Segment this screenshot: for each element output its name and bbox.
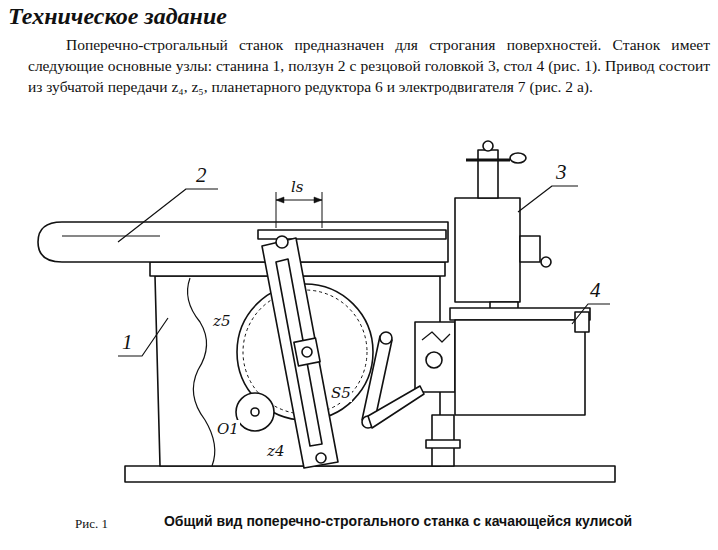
figure-caption: Общий вид поперечно-строгального станка … (148, 512, 648, 530)
callout-number: 2 (196, 164, 207, 186)
callout-number: 4 (590, 279, 601, 301)
break-line (188, 278, 215, 466)
tool-head-knob (541, 257, 551, 267)
machine-base (125, 466, 615, 482)
feed-box (415, 322, 455, 392)
tool-head-knob (520, 236, 540, 262)
table-stop (575, 312, 589, 332)
ram-edge (62, 235, 160, 236)
tool-head (455, 198, 520, 302)
rocker-pin (276, 236, 288, 248)
rocker-pivot (316, 453, 326, 463)
feed-rod-joint (380, 332, 392, 344)
table-top (450, 308, 590, 320)
callout-number: 3 (556, 161, 567, 183)
link-label: S5 (330, 384, 352, 402)
dimension-line (322, 192, 323, 228)
crank-pin (302, 347, 312, 357)
gear-label: z4 (266, 442, 285, 460)
body-paragraph: Поперечно-строгальный станок предназначе… (28, 34, 710, 97)
dimension-arrow (276, 197, 322, 203)
leader-line (118, 189, 218, 242)
ratchet-wheel (426, 352, 442, 368)
feed-screw (478, 150, 498, 198)
gear-axis (251, 408, 259, 416)
rocker-arm (262, 238, 338, 468)
table (455, 320, 585, 415)
page-heading: Техническое задание (8, 2, 227, 30)
leader-line (518, 186, 578, 212)
table-support-nut (426, 440, 460, 448)
slider-block (294, 338, 320, 366)
ram (38, 222, 448, 262)
rocker-slot (276, 259, 322, 446)
feed-link (368, 386, 424, 428)
dimension-label: ls (290, 178, 305, 196)
dimension-line (276, 192, 277, 228)
handle-knob (510, 153, 526, 163)
axis-label: O1 (216, 420, 240, 438)
ratchet (422, 332, 450, 342)
handle (466, 159, 510, 162)
gear-label: z5 (212, 312, 231, 330)
leader-line (118, 318, 168, 356)
handle-ball (483, 141, 493, 151)
leader-line (572, 304, 610, 324)
gear-z4 (236, 393, 274, 431)
figure-number: Рис. 1 (75, 515, 108, 533)
callout-number: 1 (122, 331, 133, 353)
